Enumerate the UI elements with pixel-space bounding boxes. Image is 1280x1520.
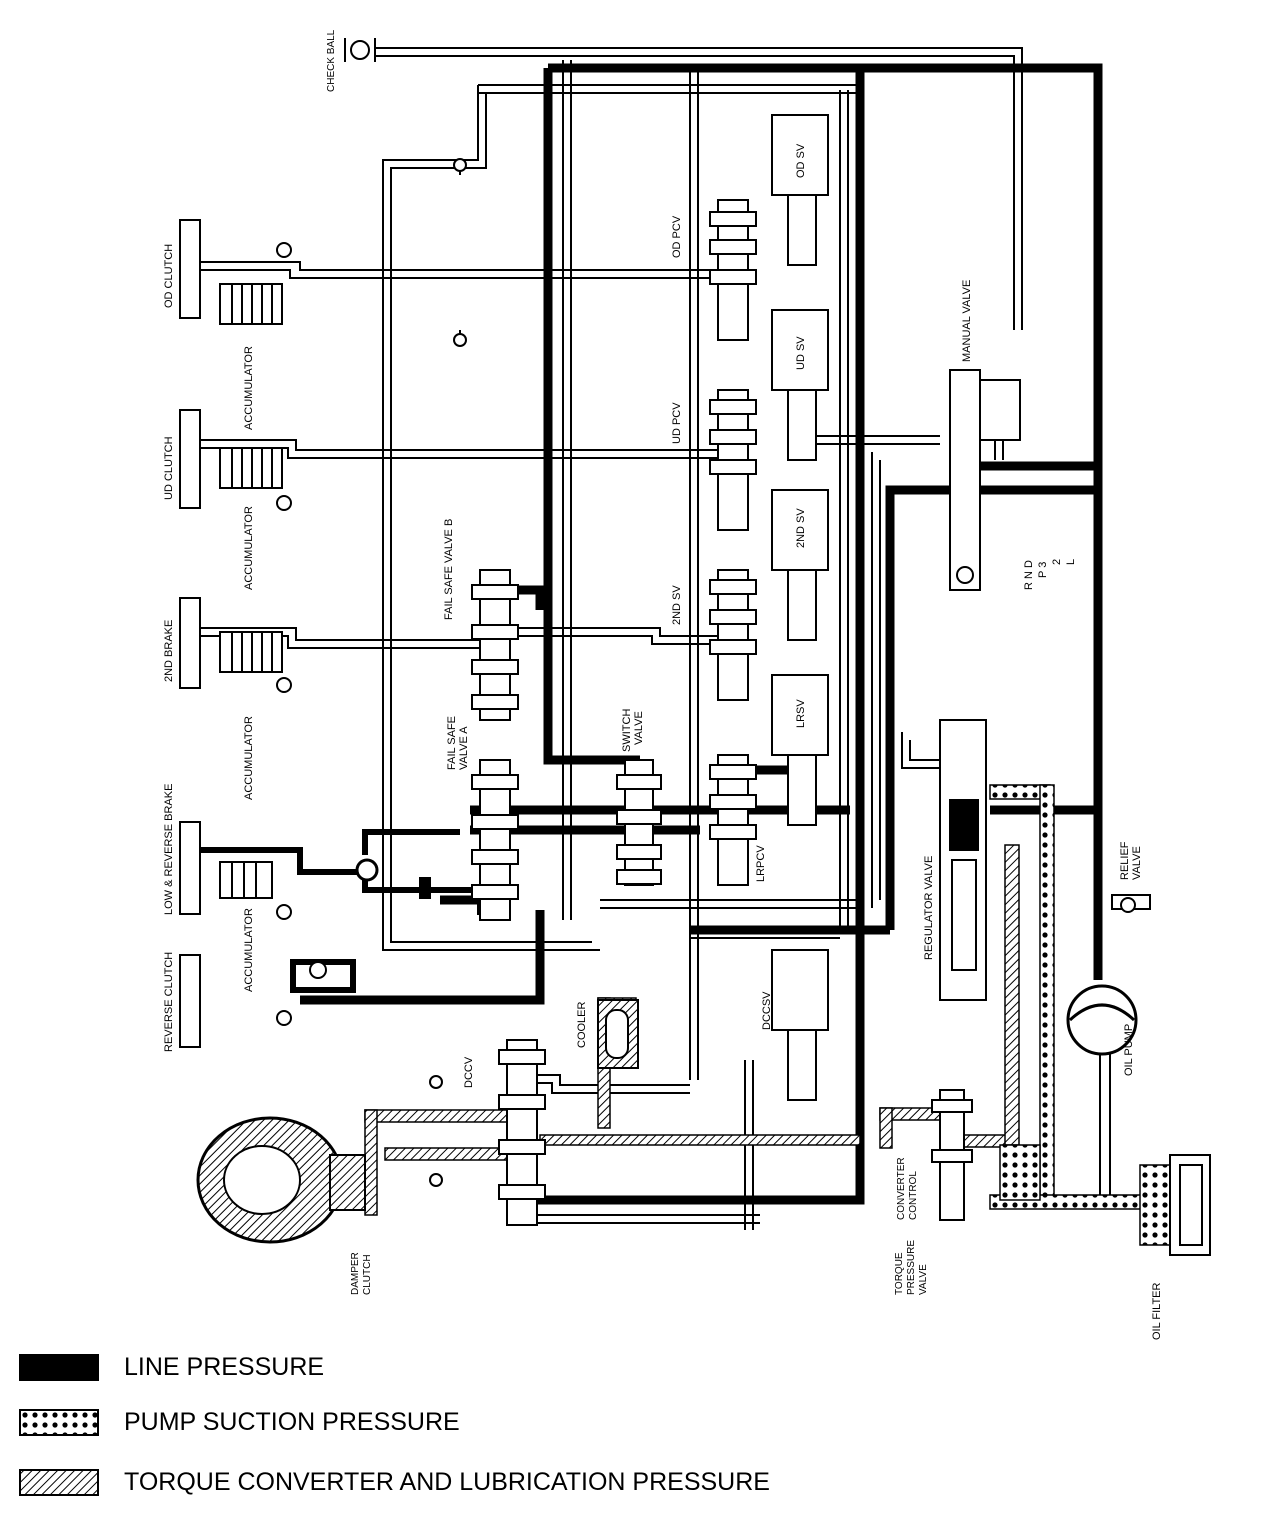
damper-clutch-label-2: CLUTCH (362, 1254, 373, 1295)
oil-filter-label: OIL FILTER (1151, 1282, 1163, 1340)
torque-pressure-valve-label-1: TORQUE (894, 1252, 905, 1295)
relief-valve-label-2: VALVE (1131, 846, 1143, 880)
damper-clutch-label-1: DAMPER (350, 1252, 361, 1295)
converter-control-label-2: CONTROL (908, 1171, 919, 1220)
fail-safe-valve-b-label: FAIL SAFE VALVE B (443, 519, 455, 620)
converter-control-label-1: CONVERTER (896, 1157, 907, 1220)
ud-clutch-label: UD CLUTCH (163, 436, 175, 500)
range-label-1: R N D (1023, 560, 1035, 590)
range-label-2: P 3 (1037, 562, 1049, 578)
accumulator-label-2: ACCUMULATOR (243, 506, 255, 590)
range-label-3: 2 (1051, 559, 1063, 565)
switch-valve (616, 759, 662, 886)
lrsv-label: LRSV (795, 699, 807, 728)
od-pcv-label: OD PCV (671, 215, 683, 258)
second-accumulator (219, 631, 283, 673)
manual-valve-label: MANUAL VALVE (961, 280, 973, 362)
regulator-valve-label: REGULATOR VALVE (923, 856, 935, 960)
cooler (597, 999, 639, 1069)
oil-filter (1169, 1154, 1211, 1256)
solenoid-valves (771, 114, 829, 1101)
accumulator-label-1: ACCUMULATOR (243, 346, 255, 430)
od-sv-label: OD SV (795, 143, 807, 178)
thin-passages (200, 47, 1111, 1230)
lrpcv-label: LRPCV (755, 845, 767, 882)
legend-label-pump-suction: PUMP SUCTION PRESSURE (124, 1408, 460, 1436)
line-pressure-passages (300, 63, 1103, 1205)
torque-pressure-valve-label-2: PRESSURE (906, 1240, 917, 1295)
second-brake (179, 597, 292, 693)
second-sv-label: 2ND SV (795, 508, 807, 548)
ud-accumulator (219, 447, 283, 489)
switch-valve-label-2: VALVE (633, 711, 645, 745)
reverse-clutch-label: REVERSE CLUTCH (163, 952, 175, 1052)
range-label-4: L (1065, 559, 1077, 565)
ud-pcv-label: UD PCV (671, 402, 683, 444)
check-ball-label: CHECK BALL (326, 29, 337, 92)
od-clutch (179, 219, 292, 325)
fail-safe-valve-a-label-1: FAIL SAFE (446, 716, 458, 770)
check-ball-symbol (344, 38, 467, 347)
second-brake-label: 2ND BRAKE (163, 620, 175, 682)
fail-safe-valve-a-label-2: VALVE A (458, 726, 470, 770)
oil-pump-label: OIL PUMP (1123, 1024, 1135, 1076)
legend-swatch-line-pressure (19, 1354, 99, 1381)
legend-label-converter-lubrication: TORQUE CONVERTER AND LUBRICATION PRESSUR… (124, 1468, 770, 1496)
low-reverse-accumulator (219, 861, 273, 899)
oil-pump (1066, 984, 1138, 1056)
cooler-label: COOLER (576, 1001, 588, 1048)
accumulator-label-4: ACCUMULATOR (243, 908, 255, 992)
legend-swatch-pump-suction (19, 1409, 99, 1436)
relief-valve-label-1: RELIEF (1119, 841, 1131, 880)
fail-safe-valves (419, 569, 519, 921)
dccv (429, 1039, 546, 1226)
dccsv-label: DCCSV (761, 991, 773, 1030)
legend-label-line-pressure: LINE PRESSURE (124, 1353, 324, 1381)
torque-converter (196, 1116, 366, 1244)
component-labels: CHECK BALL OD CLUTCH UD CLUTCH 2ND BRAKE… (163, 29, 1163, 1340)
ud-clutch (179, 409, 292, 511)
low-reverse-brake-label: LOW & REVERSE BRAKE (163, 784, 175, 915)
ud-sv-label: UD SV (795, 336, 807, 370)
legend-swatch-converter-lubrication (19, 1469, 99, 1496)
regulator-valve (939, 719, 1151, 1001)
dccv-label: DCCV (463, 1056, 475, 1088)
od-accumulator (219, 283, 283, 325)
suction-passages (989, 784, 1171, 1246)
torque-pressure-valve (931, 1089, 973, 1221)
od-clutch-label: OD CLUTCH (163, 244, 175, 308)
low-reverse-brake (179, 821, 379, 920)
pcv-valves (709, 199, 757, 886)
torque-pressure-valve-label-3: VALVE (918, 1264, 929, 1295)
second-sv-side-label: 2ND SV (671, 585, 683, 625)
accumulator-label-3: ACCUMULATOR (243, 716, 255, 800)
legend: LINE PRESSURE PUMP SUCTION PRESSURE TORQ… (19, 1353, 770, 1496)
manual-valve (949, 369, 1021, 591)
reverse-clutch (179, 954, 356, 1048)
switch-valve-label-1: SWITCH (621, 709, 633, 752)
